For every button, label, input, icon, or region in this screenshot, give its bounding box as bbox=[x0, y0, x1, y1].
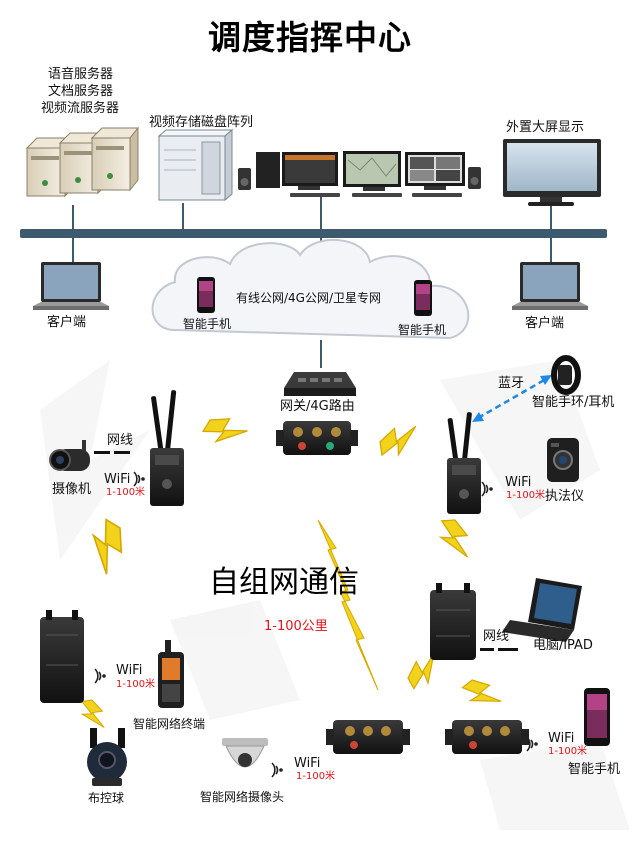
wifi-icon bbox=[481, 481, 494, 497]
mesh-radio-box-icon bbox=[430, 583, 476, 660]
camera-icon bbox=[49, 440, 90, 471]
ipcam-label: 智能网络摄像头 bbox=[200, 790, 285, 804]
gateway-label: 网关/4G路由 bbox=[280, 399, 355, 414]
server-label-video-stream: 视频流服务器 bbox=[41, 101, 120, 116]
server-label-document: 文档服务器 bbox=[48, 84, 114, 99]
mesh-radio-box-icon bbox=[40, 610, 84, 703]
phone-label: 智能手机 bbox=[568, 762, 621, 777]
cloud-icon bbox=[151, 238, 470, 340]
wifi-icon bbox=[133, 471, 146, 487]
ipcam-range-label: 1-100米 bbox=[296, 771, 336, 782]
terminal-wifi-label: WiFi bbox=[116, 663, 143, 678]
server-label-voice: 语音服务器 bbox=[48, 67, 114, 82]
phone-range-label: 1-100米 bbox=[548, 746, 588, 757]
client-label-left: 客户端 bbox=[47, 315, 87, 330]
bluetooth-label: 蓝牙 bbox=[498, 376, 525, 391]
right-range-label: 1-100米 bbox=[506, 490, 546, 501]
laptop-icon bbox=[33, 262, 109, 310]
smart-band-icon bbox=[551, 355, 581, 395]
bluetooth-arrow bbox=[540, 375, 552, 385]
smartphone-icon bbox=[584, 688, 610, 746]
ipcam-wifi-label: WiFi bbox=[294, 756, 321, 771]
big-display-icon bbox=[503, 139, 601, 206]
left-camera-label: 摄像机 bbox=[52, 482, 92, 497]
wearable-label: 智能手环/耳机 bbox=[532, 395, 615, 410]
cloud-network-label: 有线公网/4G公网/卫星专网 bbox=[236, 291, 382, 305]
cloud-phone-left-label: 智能手机 bbox=[183, 317, 232, 331]
bluetooth-arrow bbox=[472, 412, 484, 422]
speaker-icon bbox=[238, 167, 481, 190]
antenna-radio-icon bbox=[447, 412, 481, 514]
laptop-cable-label: 网线 bbox=[483, 629, 510, 644]
wifi-icon bbox=[94, 668, 107, 684]
terminal-label: 智能网络终端 bbox=[133, 717, 206, 731]
client-label-right: 客户端 bbox=[525, 316, 565, 331]
terminal-range-label: 1-100米 bbox=[116, 679, 156, 690]
mesh-range-label: 1-100公里 bbox=[264, 619, 328, 634]
mesh-title: 自组网通信 bbox=[209, 565, 359, 600]
smartphone-icon bbox=[197, 277, 215, 313]
antenna-radio-icon bbox=[150, 390, 184, 506]
dome-camera-icon bbox=[87, 728, 127, 786]
left-cable-label: 网线 bbox=[107, 433, 134, 448]
cable-segment bbox=[94, 451, 518, 651]
bluetooth-link bbox=[477, 377, 547, 420]
laptop-icon bbox=[502, 578, 582, 642]
router-icon bbox=[284, 372, 356, 396]
cloud-phone-right-label: 智能手机 bbox=[398, 323, 447, 337]
server-icon bbox=[25, 126, 140, 198]
page-title: 调度指挥中心 bbox=[208, 18, 412, 57]
network-bus bbox=[20, 229, 607, 238]
recorder-label: 执法仪 bbox=[545, 489, 585, 504]
phone-wifi-label: WiFi bbox=[548, 731, 575, 746]
camera-icon bbox=[222, 738, 268, 768]
mesh-radio-box-icon bbox=[445, 720, 529, 754]
wifi-icon bbox=[271, 762, 284, 778]
storage-array-icon bbox=[157, 128, 234, 202]
body-camera-icon bbox=[547, 438, 579, 482]
left-wifi-label: WiFi bbox=[104, 472, 131, 487]
right-wifi-label: WiFi bbox=[505, 475, 532, 490]
mesh-radio-box-icon bbox=[326, 720, 410, 754]
handheld-terminal-icon bbox=[158, 640, 184, 708]
laptop-icon bbox=[512, 262, 588, 310]
smartphone-icon bbox=[414, 280, 432, 316]
laptop-device-label: 电脑/iPAD bbox=[533, 638, 593, 653]
left-range-label: 1-100米 bbox=[106, 487, 146, 498]
mesh-radio-box-icon bbox=[276, 421, 358, 455]
dome-label: 布控球 bbox=[88, 791, 125, 805]
storage-label: 视频存储磁盘阵列 bbox=[149, 115, 254, 130]
monitor-icon bbox=[256, 151, 465, 197]
display-label: 外置大屏显示 bbox=[506, 120, 585, 135]
lightning-streak bbox=[317, 519, 379, 691]
